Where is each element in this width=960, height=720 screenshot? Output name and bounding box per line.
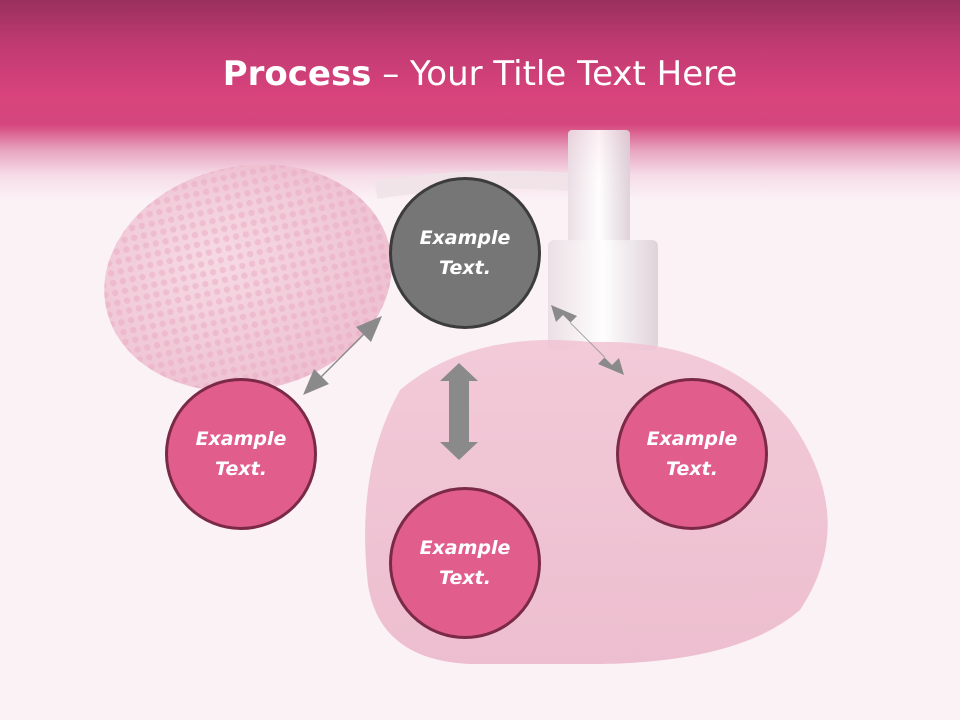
node-left-text: Example Text. [195, 428, 287, 480]
atomizer-nozzle [568, 130, 630, 245]
title-bar [0, 0, 960, 200]
title-rest: – Your Title Text Here [371, 54, 738, 94]
node-right: Example Text. [616, 378, 768, 530]
arrow-top-left [303, 316, 382, 395]
arrow-top-right [551, 305, 624, 375]
node-top: Example Text. [389, 177, 541, 329]
node-right-text: Example Text. [646, 428, 738, 480]
node-bottom-text: Example Text. [419, 537, 511, 589]
title-strong: Process [222, 54, 372, 94]
node-bottom: Example Text. [389, 487, 541, 639]
node-top-text: Example Text. [419, 227, 511, 279]
node-left: Example Text. [165, 378, 317, 530]
slide-title: Process – Your Title Text Here [0, 52, 960, 96]
arrow-vertical [440, 363, 478, 460]
